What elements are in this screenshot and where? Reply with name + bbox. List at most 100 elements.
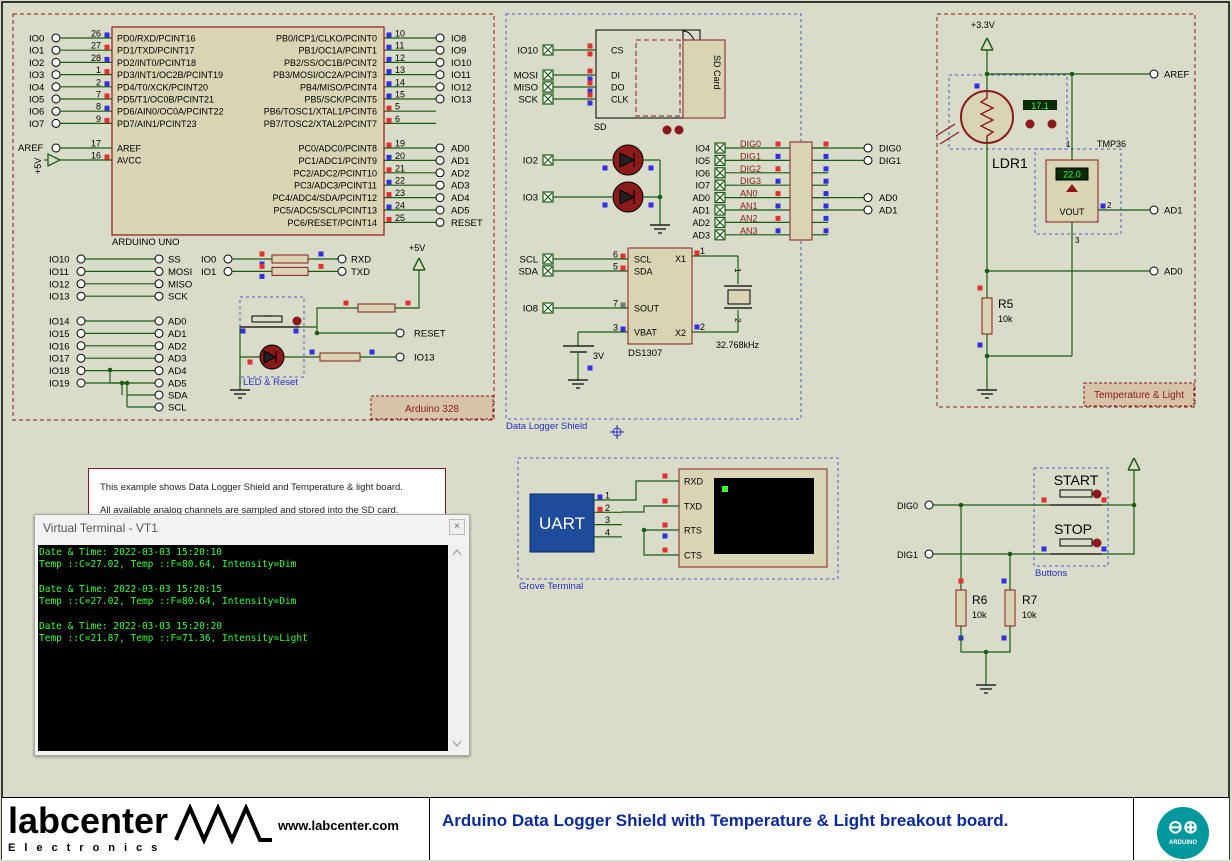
net-terminal[interactable] (76, 328, 86, 338)
labcenter-url[interactable]: www.labcenter.com (278, 818, 399, 833)
net-terminal-io13[interactable] (435, 94, 445, 104)
port-miso[interactable] (542, 81, 554, 93)
resistor[interactable] (271, 254, 309, 264)
resistor-r6[interactable] (955, 589, 967, 627)
net-terminal-io1[interactable] (51, 45, 61, 55)
net-terminal[interactable] (395, 352, 405, 362)
net-terminal[interactable] (76, 341, 86, 351)
net-terminal[interactable] (1149, 266, 1159, 276)
net-terminal-ad4[interactable] (435, 193, 445, 203)
net-terminal-io0[interactable] (51, 33, 61, 43)
port-ad2[interactable] (714, 216, 726, 228)
net-terminal[interactable] (154, 328, 164, 338)
net-terminal[interactable] (337, 254, 347, 264)
resistor[interactable] (357, 303, 396, 313)
net-terminal-reset[interactable] (435, 217, 445, 227)
net-terminal-io8[interactable] (435, 33, 445, 43)
port-ad3[interactable] (714, 229, 726, 241)
net-terminal[interactable] (154, 378, 164, 388)
tmp36-up-icon[interactable] (1066, 184, 1078, 192)
close-icon[interactable]: × (449, 519, 465, 535)
resistor-r5[interactable] (981, 297, 993, 335)
net-terminal[interactable] (76, 279, 86, 289)
net-terminal-ad5[interactable] (435, 205, 445, 215)
port-sda[interactable] (542, 265, 554, 277)
net-terminal-ad0[interactable] (435, 143, 445, 153)
net-terminal[interactable] (76, 366, 86, 376)
net-terminal[interactable] (154, 316, 164, 326)
net-terminal[interactable] (76, 266, 86, 276)
port-io7[interactable] (714, 179, 726, 191)
net-terminal[interactable] (337, 266, 347, 276)
header-connector[interactable] (789, 141, 813, 241)
button-actuator-icon[interactable] (1092, 538, 1102, 548)
port-io8[interactable] (542, 302, 554, 314)
net-terminal[interactable] (76, 254, 86, 264)
net-terminal[interactable] (154, 366, 164, 376)
net-terminal[interactable] (1149, 205, 1159, 215)
net-terminal[interactable] (154, 266, 164, 276)
net-terminal[interactable] (924, 500, 934, 510)
net-terminal[interactable] (863, 205, 873, 215)
resistor[interactable] (319, 352, 361, 362)
net-terminal[interactable] (924, 549, 934, 559)
virtual-terminal-window[interactable]: Virtual Terminal - VT1 × Date & Time: 20… (34, 514, 470, 756)
port-io10[interactable] (542, 44, 554, 56)
net-terminal[interactable] (76, 316, 86, 326)
resistor-r7[interactable] (1004, 589, 1016, 627)
net-terminal-io6[interactable] (51, 106, 61, 116)
port-io3[interactable] (542, 191, 554, 203)
start-button[interactable] (1059, 489, 1093, 498)
button-actuator-icon[interactable] (1092, 489, 1102, 499)
ldr-adjust-icon[interactable] (1025, 119, 1035, 129)
net-terminal[interactable] (395, 328, 405, 338)
port-scl[interactable] (542, 253, 554, 265)
net-terminal-aref[interactable] (51, 143, 61, 153)
net-terminal-io3[interactable] (51, 70, 61, 80)
net-terminal-io5[interactable] (51, 94, 61, 104)
net-terminal[interactable] (154, 353, 164, 363)
port-mosi[interactable] (542, 69, 554, 81)
port-ad1[interactable] (714, 204, 726, 216)
ldr-adjust-icon[interactable] (1047, 119, 1057, 129)
net-terminal[interactable] (154, 291, 164, 301)
net-terminal-io10[interactable] (435, 57, 445, 67)
net-terminal-io11[interactable] (435, 70, 445, 80)
rtc-chip[interactable] (627, 247, 693, 345)
port-io6[interactable] (714, 167, 726, 179)
net-terminal-io7[interactable] (51, 118, 61, 128)
port-io4[interactable] (714, 142, 726, 154)
sd-card-slot[interactable] (682, 39, 726, 119)
net-terminal[interactable] (1149, 69, 1159, 79)
net-terminal-io9[interactable] (435, 45, 445, 55)
port-ad0[interactable] (714, 192, 726, 204)
net-terminal[interactable] (863, 143, 873, 153)
net-terminal[interactable] (154, 341, 164, 351)
uart-connector[interactable] (529, 493, 595, 553)
net-terminal[interactable] (154, 402, 164, 412)
resistor[interactable] (271, 266, 309, 276)
terminal-scrollbar[interactable] (449, 545, 465, 751)
net-terminal[interactable] (223, 254, 233, 264)
net-terminal-ad1[interactable] (435, 155, 445, 165)
net-terminal-io4[interactable] (51, 82, 61, 92)
net-terminal[interactable] (154, 254, 164, 264)
net-terminal-ad2[interactable] (435, 168, 445, 178)
button-actuator-icon[interactable] (292, 316, 302, 326)
port-io2[interactable] (542, 154, 554, 166)
net-terminal[interactable] (76, 378, 86, 388)
port-sck[interactable] (542, 93, 554, 105)
net-terminal-ad3[interactable] (435, 180, 445, 190)
net-terminal[interactable] (863, 193, 873, 203)
net-terminal[interactable] (76, 291, 86, 301)
net-terminal-io12[interactable] (435, 82, 445, 92)
net-terminal[interactable] (863, 155, 873, 165)
arduino-chip[interactable] (111, 26, 385, 236)
net-terminal[interactable] (76, 353, 86, 363)
net-terminal[interactable] (154, 279, 164, 289)
net-terminal-io2[interactable] (51, 57, 61, 67)
stop-button[interactable] (1059, 538, 1093, 547)
net-terminal[interactable] (154, 390, 164, 400)
port-io5[interactable] (714, 154, 726, 166)
